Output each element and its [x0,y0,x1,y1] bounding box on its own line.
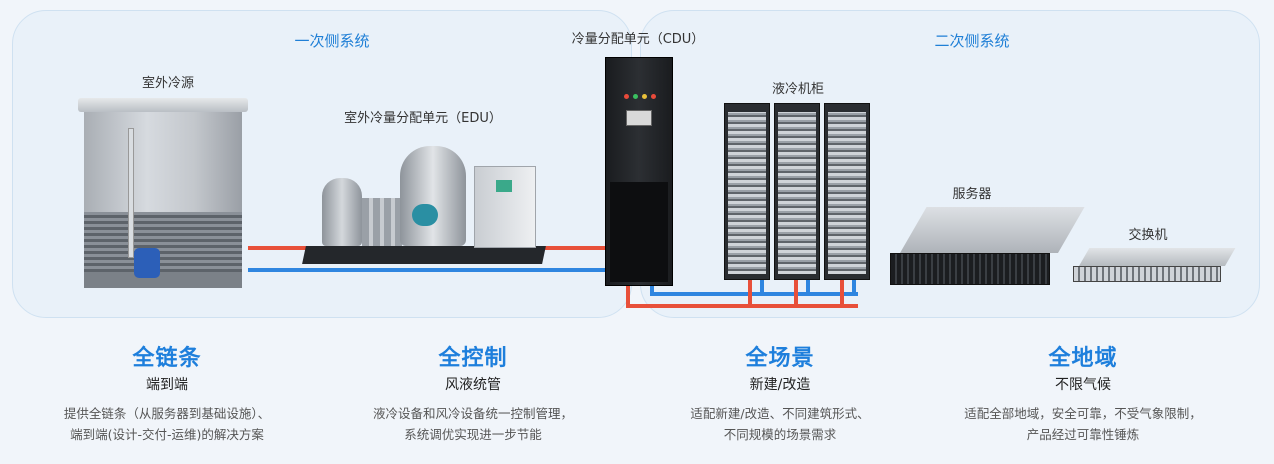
feature-desc-line: 适配新建/改造、不同建筑形式、 [690,406,870,421]
rack-riser-6 [852,280,856,294]
edu-unit-image [302,138,546,288]
rack-riser-5 [840,280,844,306]
feature-full-scenario: 全场景 新建/改造 适配新建/改造、不同建筑形式、 不同规模的场景需求 [635,340,925,445]
rack-label: 液冷机柜 [771,82,824,97]
feature-title: 全地域 [1048,346,1118,371]
feature-description: 适配全部地域，安全可靠，不受气象限制， 产品经过可靠性锤炼 [938,403,1228,445]
feature-description: 提供全链条（从服务器到基础设施）、 端到端(设计-交付-运维)的解决方案 [22,403,312,445]
server-label: 服务器 [952,187,992,202]
hot-pipe-secondary [626,304,858,308]
feature-subtitle: 新建/改造 [749,377,811,393]
feature-subtitle: 端到端 [146,377,188,393]
feature-subtitle: 不限气候 [1055,377,1111,393]
switch-label: 交换机 [1128,228,1168,243]
feature-full-region: 全地域 不限气候 适配全部地域，安全可靠，不受气象限制， 产品经过可靠性锤炼 [938,340,1228,445]
cold-pipe-secondary [650,292,858,296]
feature-desc-line: 适配全部地域，安全可靠，不受气象限制， [964,406,1202,421]
feature-title: 全场景 [745,346,815,371]
feature-full-control: 全控制 风液统管 液冷设备和风冷设备统一控制管理， 系统调优实现进一步节能 [328,340,618,445]
feature-desc-line: 端到端(设计-交付-运维)的解决方案 [70,427,264,442]
rack-riser-3 [794,280,798,306]
feature-title: 全链条 [132,346,202,371]
feature-full-chain: 全链条 端到端 提供全链条（从服务器到基础设施）、 端到端(设计-交付-运维)的… [22,340,312,445]
cold-pipe-cdu-drop [650,286,654,296]
feature-desc-line: 提供全链条（从服务器到基础设施）、 [63,406,271,421]
feature-desc-line: 系统调优实现进一步节能 [404,427,542,442]
hot-pipe-cdu-drop [626,286,630,308]
feature-subtitle: 风液统管 [445,377,501,393]
feature-desc-line: 液冷设备和风冷设备统一控制管理， [372,406,573,421]
feature-desc-line: 不同规模的场景需求 [723,427,837,442]
secondary-side-title: 二次侧系统 [934,32,1010,50]
switch-image [1073,248,1236,284]
primary-side-title: 一次侧系统 [294,32,370,50]
feature-desc-line: 产品经过可靠性锤炼 [1026,427,1140,442]
liquid-cooling-rack-image [724,103,870,280]
rack-riser-4 [806,280,810,294]
outdoor-source-label: 室外冷源 [141,76,194,91]
cooling-tower-image [78,98,248,288]
feature-description: 适配新建/改造、不同建筑形式、 不同规模的场景需求 [635,403,925,445]
server-image [890,207,1085,285]
edu-label: 室外冷量分配单元（EDU） [344,111,502,126]
feature-description: 液冷设备和风冷设备统一控制管理， 系统调优实现进一步节能 [328,403,618,445]
feature-title: 全控制 [438,346,508,371]
rack-riser-1 [748,280,752,306]
rack-riser-2 [760,280,764,294]
cold-pipe-primary [248,268,608,272]
cdu-label: 冷量分配单元（CDU） [571,32,705,47]
cdu-cabinet-image [605,57,673,286]
